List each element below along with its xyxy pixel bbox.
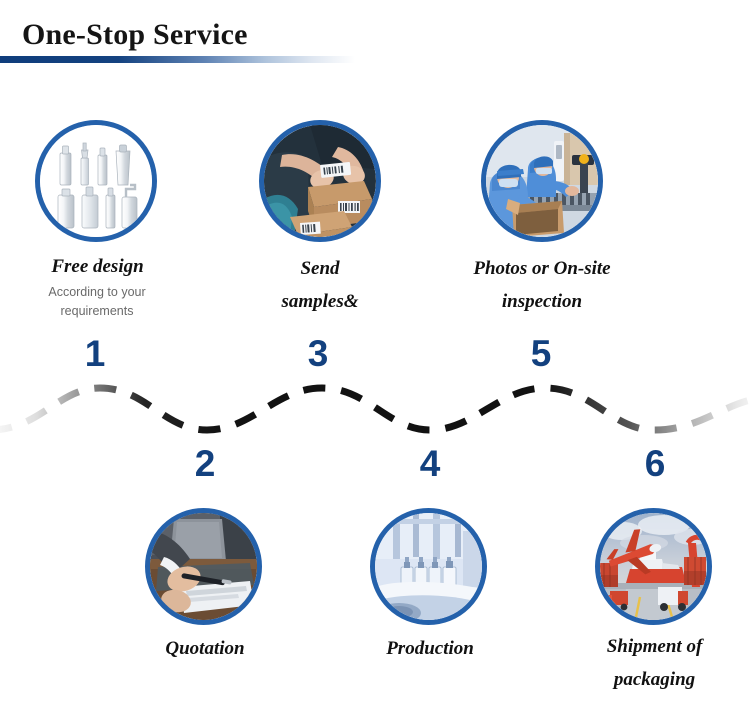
caption-line: Free design <box>51 256 144 277</box>
caption-shipment: Shipment of packaging <box>572 630 737 697</box>
caption-send-samples: Send samples& <box>240 252 400 319</box>
packing-boxes-labels-icon <box>264 125 376 237</box>
step-icon-send-samples <box>259 120 381 242</box>
factory-workers-inspection-icon <box>486 125 598 237</box>
caption-line: Shipment of <box>606 636 703 657</box>
cosmetic-bottles-icon <box>40 125 152 237</box>
caption-line: packaging <box>613 669 696 691</box>
step-number-3: 3 <box>307 333 329 374</box>
step-number-5: 5 <box>530 333 552 374</box>
caption-quotation: Quotation <box>125 634 285 663</box>
caption-line: Send <box>300 258 340 279</box>
dashed-wave-connector <box>0 368 750 448</box>
caption-line: Photos or On-site <box>473 258 611 279</box>
bottle-filling-line-icon <box>375 513 482 620</box>
caption-line: Quotation <box>165 638 245 659</box>
step-number-2: 2 <box>194 443 216 484</box>
header: One-Stop Service <box>0 0 750 72</box>
caption-free-design: Free design <box>10 252 185 281</box>
page-title: One-Stop Service <box>22 18 248 51</box>
subcaption-free-design: According to your requirements <box>12 283 182 321</box>
step-icon-production <box>370 508 487 625</box>
step-icon-photos-inspection <box>481 120 603 242</box>
businessman-writing-quote-icon <box>150 513 257 620</box>
caption-production: Production <box>350 634 510 663</box>
step-icon-quotation <box>145 508 262 625</box>
caption-line: samples& <box>281 291 359 313</box>
step-icon-shipment <box>595 508 712 625</box>
step-number-4: 4 <box>419 443 441 484</box>
step-number-6: 6 <box>644 443 666 484</box>
subcaption-line: According to your <box>48 285 146 299</box>
caption-line: inspection <box>501 291 583 313</box>
caption-line: Production <box>386 638 474 659</box>
subcaption-line: requirements <box>60 303 134 318</box>
logistics-plane-ship-truck-icon <box>600 513 707 620</box>
step-number-1: 1 <box>84 333 106 374</box>
header-divider-gradient <box>0 56 360 63</box>
caption-photos-inspection: Photos or On-site inspection <box>452 252 632 319</box>
step-icon-free-design <box>35 120 157 242</box>
